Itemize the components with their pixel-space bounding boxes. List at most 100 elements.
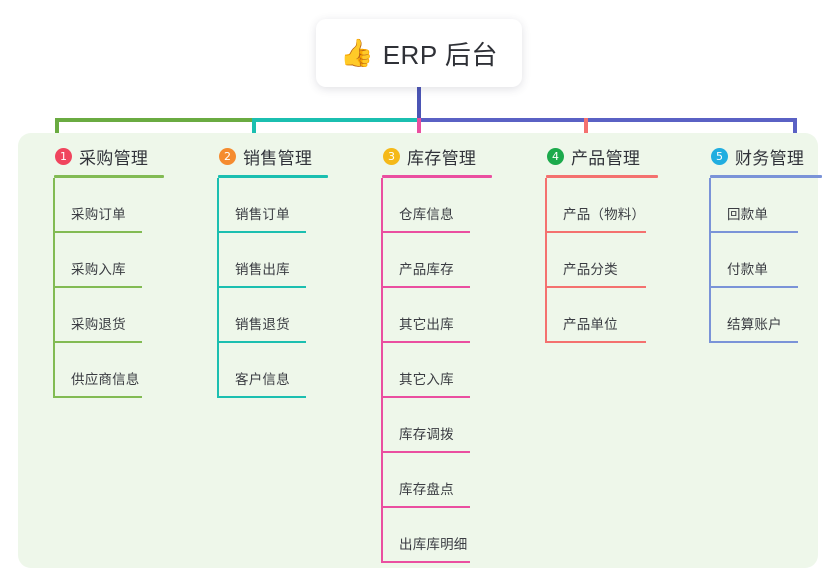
branch-column-3: 3 库存管理仓库信息产品库存其它出库其它入库库存调拨库存盘点出库库明细 — [364, 143, 492, 563]
branch-item[interactable]: 回款单 — [710, 178, 822, 233]
branch-item[interactable]: 客户信息 — [218, 343, 328, 398]
branch-item-rule — [382, 396, 470, 398]
branch-item-rule — [54, 231, 142, 233]
branch-item-label: 其它出库 — [399, 317, 454, 332]
branch-header-3[interactable]: 3 库存管理 — [364, 143, 492, 169]
branch-item[interactable]: 出库库明细 — [382, 508, 492, 563]
branch-title: 库存管理 — [407, 148, 477, 168]
branch-item-rule — [218, 396, 306, 398]
branch-item-rule — [546, 231, 646, 233]
branch-header-4[interactable]: 4 产品管理 — [528, 143, 658, 169]
branch-item-label: 销售出库 — [235, 262, 290, 277]
branch-item[interactable]: 其它入库 — [382, 343, 492, 398]
branch-item-list: 仓库信息产品库存其它出库其它入库库存调拨库存盘点出库库明细 — [364, 178, 492, 563]
branch-item-rule — [218, 286, 306, 288]
branch-item-label: 出库库明细 — [399, 537, 468, 552]
branch-item-rule — [382, 561, 470, 563]
branch-item[interactable]: 供应商信息 — [54, 343, 164, 398]
branch-item-label: 仓库信息 — [399, 207, 454, 222]
branch-column-2: 2 销售管理销售订单销售出库销售退货客户信息 — [200, 143, 328, 398]
branch-item-rule — [382, 231, 470, 233]
branch-header-rule — [710, 175, 822, 178]
branch-item-label: 回款单 — [727, 207, 769, 222]
branch-header-5[interactable]: 5 财务管理 — [692, 143, 822, 169]
branch-item-rule — [710, 341, 798, 343]
branch-item-list: 采购订单采购入库采购退货供应商信息 — [36, 178, 164, 398]
branch-item-list: 产品（物料） 产品分类产品单位 — [528, 178, 658, 343]
branch-item-label: 采购退货 — [71, 317, 126, 332]
root-title: ERP 后台 — [382, 39, 498, 70]
branch-item[interactable]: 销售出库 — [218, 233, 328, 288]
branch-item[interactable]: 付款单 — [710, 233, 822, 288]
branch-item-label: 客户信息 — [235, 372, 290, 387]
branch-header-rule — [54, 175, 164, 178]
branch-title: 采购管理 — [79, 148, 149, 168]
branches-panel — [18, 133, 818, 568]
branch-item[interactable]: 产品单位 — [546, 288, 658, 343]
branch-header-1[interactable]: 1 采购管理 — [36, 143, 164, 169]
branch-spine — [709, 178, 711, 343]
branch-number-badge: 3 — [383, 147, 400, 165]
branch-spine — [217, 178, 219, 398]
branch-item-label: 产品（物料） — [563, 207, 646, 222]
thumbs-up-icon: 👍 — [340, 37, 374, 68]
branch-item[interactable]: 产品分类 — [546, 233, 658, 288]
branch-item-rule — [382, 341, 470, 343]
branch-item-rule — [218, 231, 306, 233]
branch-item-rule — [710, 286, 798, 288]
branch-item[interactable]: 采购退货 — [54, 288, 164, 343]
branch-title: 财务管理 — [735, 148, 805, 168]
branch-item[interactable]: 仓库信息 — [382, 178, 492, 233]
branch-spine — [545, 178, 547, 343]
branch-item-rule — [54, 396, 142, 398]
branch-item[interactable]: 其它出库 — [382, 288, 492, 343]
branch-number-badge: 1 — [55, 147, 72, 165]
branch-item-label: 结算账户 — [727, 317, 782, 332]
branch-item-rule — [54, 341, 142, 343]
branch-item-rule — [546, 286, 646, 288]
branch-item-label: 采购订单 — [71, 207, 126, 222]
branch-item[interactable]: 采购订单 — [54, 178, 164, 233]
branch-spine — [381, 178, 383, 563]
branch-item-label: 销售退货 — [235, 317, 290, 332]
branch-item-rule — [710, 231, 798, 233]
branch-item-label: 其它入库 — [399, 372, 454, 387]
branch-item-rule — [54, 286, 142, 288]
branch-item[interactable]: 产品库存 — [382, 233, 492, 288]
branch-item-rule — [382, 451, 470, 453]
branch-item[interactable]: 产品（物料） — [546, 178, 658, 233]
branch-item-rule — [218, 341, 306, 343]
branch-header-rule — [382, 175, 492, 178]
branch-item-list: 回款单付款单结算账户 — [692, 178, 822, 343]
branch-column-1: 1 采购管理采购订单采购入库采购退货供应商信息 — [36, 143, 164, 398]
branch-item[interactable]: 销售订单 — [218, 178, 328, 233]
branch-item-rule — [382, 286, 470, 288]
branch-title: 产品管理 — [571, 148, 641, 168]
branch-title: 销售管理 — [243, 148, 313, 168]
branch-item[interactable]: 销售退货 — [218, 288, 328, 343]
branch-number-badge: 5 — [711, 147, 728, 165]
branch-item-rule — [546, 341, 646, 343]
branch-item[interactable]: 库存盘点 — [382, 453, 492, 508]
branch-number-badge: 4 — [547, 147, 564, 165]
branch-item-label: 付款单 — [727, 262, 769, 277]
branch-header-rule — [218, 175, 328, 178]
root-node[interactable]: 👍 ERP 后台 — [316, 19, 522, 87]
branch-column-4: 4 产品管理产品（物料） 产品分类产品单位 — [528, 143, 658, 343]
branch-column-5: 5 财务管理回款单付款单结算账户 — [692, 143, 822, 343]
branch-item-label: 产品库存 — [399, 262, 454, 277]
branch-item-label: 采购入库 — [71, 262, 126, 277]
branch-item[interactable]: 库存调拨 — [382, 398, 492, 453]
branch-number-badge: 2 — [219, 147, 236, 165]
branch-header-2[interactable]: 2 销售管理 — [200, 143, 328, 169]
branch-spine — [53, 178, 55, 398]
branch-item-label: 库存调拨 — [399, 427, 454, 442]
branch-item-label: 产品单位 — [563, 317, 618, 332]
branch-item-label: 库存盘点 — [399, 482, 454, 497]
branch-item-rule — [382, 506, 470, 508]
branch-item[interactable]: 采购入库 — [54, 233, 164, 288]
branch-item-list: 销售订单销售出库销售退货客户信息 — [200, 178, 328, 398]
branch-item-label: 销售订单 — [235, 207, 290, 222]
branch-item[interactable]: 结算账户 — [710, 288, 822, 343]
